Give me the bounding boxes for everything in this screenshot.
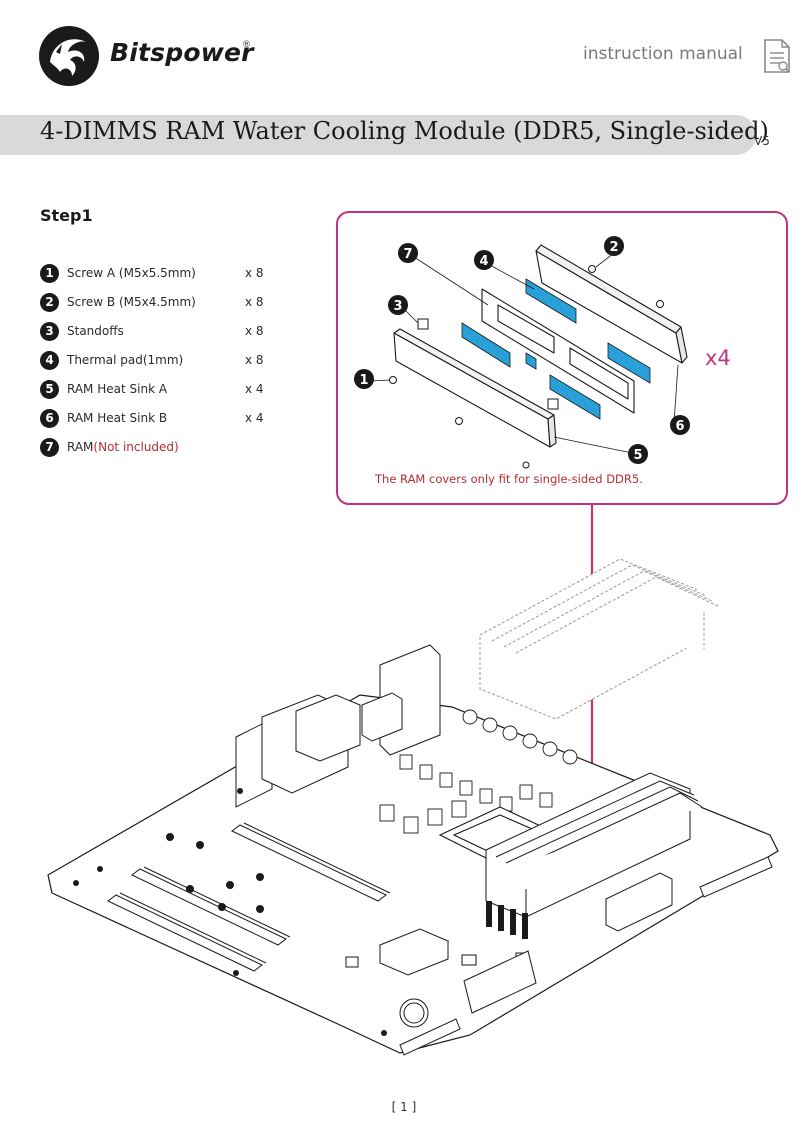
brand-name: Bitspower bbox=[110, 38, 254, 67]
part-name: RAM(Not included) bbox=[67, 440, 179, 454]
part-number-badge: 3 bbox=[40, 322, 59, 341]
part-name: Screw A (M5x5.5mm) bbox=[67, 266, 196, 280]
board-connectors bbox=[399, 856, 773, 1056]
svg-text:3: 3 bbox=[393, 299, 402, 314]
document-icon bbox=[762, 38, 792, 74]
part-item: 2 Screw B (M5x4.5mm) x 8 bbox=[40, 293, 280, 322]
part-item: 5 RAM Heat Sink A x 4 bbox=[40, 380, 280, 409]
ram-module bbox=[481, 288, 635, 414]
svg-text:6: 6 bbox=[675, 419, 684, 434]
pcie-slots bbox=[107, 822, 391, 972]
callout-marker-5: 5 bbox=[628, 444, 648, 464]
part-note: (Not included) bbox=[93, 440, 179, 454]
part-name: Standoffs bbox=[67, 324, 124, 338]
exploded-view-diagram: 7 4 2 3 1 6 5 bbox=[354, 236, 690, 469]
svg-text:2: 2 bbox=[609, 240, 618, 255]
part-name: Thermal pad(1mm) bbox=[67, 353, 184, 367]
vrm-components bbox=[379, 709, 578, 834]
part-name: RAM Heat Sink B bbox=[67, 411, 168, 425]
part-number-badge: 2 bbox=[40, 293, 59, 312]
part-item: 7 RAM(Not included) bbox=[40, 438, 280, 467]
screws-and-standoffs bbox=[389, 265, 664, 469]
part-quantity: x 8 bbox=[245, 295, 264, 309]
svg-text:4: 4 bbox=[479, 254, 488, 269]
title-band bbox=[0, 115, 756, 155]
part-number-badge: 7 bbox=[40, 438, 59, 457]
page-number: [ 1 ] bbox=[391, 1100, 417, 1114]
part-number-badge: 6 bbox=[40, 409, 59, 428]
part-quantity: x 4 bbox=[245, 411, 264, 425]
callout-marker-4: 4 bbox=[474, 250, 494, 270]
part-quantity: x 8 bbox=[245, 266, 264, 280]
parts-list: 1 Screw A (M5x5.5mm) x 8 2 Screw B (M5x4… bbox=[40, 264, 280, 467]
part-quantity: x 8 bbox=[245, 353, 264, 367]
page-title: 4-DIMMS RAM Water Cooling Module (DDR5, … bbox=[40, 117, 769, 145]
dragon-emblem-icon bbox=[39, 26, 99, 86]
version-label: V5 bbox=[754, 134, 770, 148]
part-name: RAM Heat Sink A bbox=[67, 382, 168, 396]
heat-sink-a bbox=[393, 332, 551, 448]
step-title: Step1 bbox=[40, 206, 93, 225]
compatibility-note: The RAM covers only fit for single-sided… bbox=[375, 472, 643, 486]
rear-io-block bbox=[235, 644, 441, 808]
chipset-area bbox=[345, 928, 527, 1028]
part-item: 6 RAM Heat Sink B x 4 bbox=[40, 409, 280, 438]
callout-marker-7: 7 bbox=[398, 243, 418, 263]
callout-marker-3: 3 bbox=[388, 295, 408, 315]
svg-text:1: 1 bbox=[359, 373, 368, 388]
part-number-badge: 5 bbox=[40, 380, 59, 399]
part-number-badge: 1 bbox=[40, 264, 59, 283]
mounting-holes bbox=[73, 788, 387, 1036]
part-quantity: x 4 bbox=[245, 382, 264, 396]
quantity-multiplier: x4 bbox=[705, 346, 731, 370]
callout-marker-1: 1 bbox=[354, 369, 374, 389]
exploded-view-callout bbox=[336, 211, 788, 505]
part-item: 4 Thermal pad(1mm) x 8 bbox=[40, 351, 280, 380]
manual-label: instruction manual bbox=[583, 44, 743, 64]
part-name-text: RAM bbox=[67, 440, 94, 454]
svg-text:7: 7 bbox=[403, 247, 412, 262]
svg-text:5: 5 bbox=[633, 448, 642, 463]
callout-marker-2: 2 bbox=[604, 236, 624, 256]
dimm-latches bbox=[486, 901, 528, 939]
part-name: Screw B (M5x4.5mm) bbox=[67, 295, 196, 309]
part-item: 1 Screw A (M5x5.5mm) x 8 bbox=[40, 264, 280, 293]
callout-marker-6: 6 bbox=[670, 415, 690, 435]
floating-ram-modules bbox=[479, 558, 721, 720]
registered-mark: ® bbox=[242, 40, 251, 50]
motherboard-illustration bbox=[47, 505, 779, 1056]
thermal-pads bbox=[461, 278, 651, 420]
brand-logo bbox=[36, 22, 266, 92]
part-item: 3 Standoffs x 8 bbox=[40, 322, 280, 351]
dimm-slots bbox=[485, 772, 703, 918]
part-quantity: x 8 bbox=[245, 324, 264, 338]
part-number-badge: 4 bbox=[40, 351, 59, 370]
